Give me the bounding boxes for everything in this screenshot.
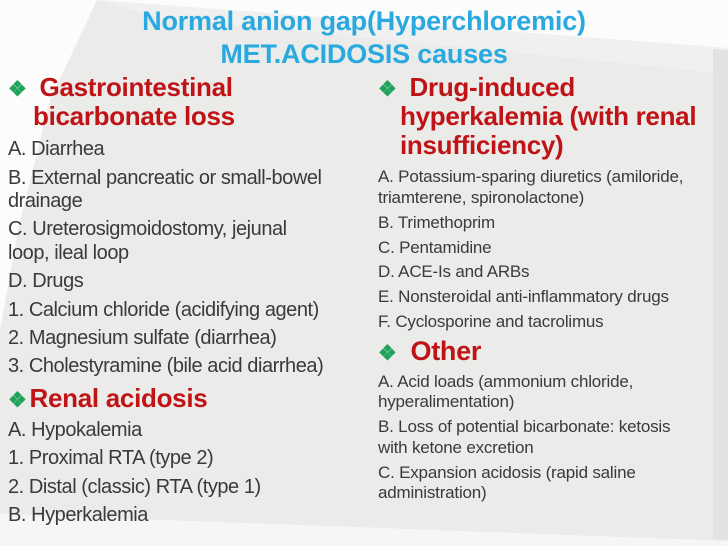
list-item: F. Cyclosporine and tacrolimus: [378, 311, 604, 331]
list-item: B. External pancreatic or small-bowel dr…: [8, 166, 322, 212]
list-item: 1. Proximal RTA (type 2): [8, 447, 214, 470]
left-column: ❖ Gastrointestinal bicarbonate loss A. Di…: [8, 72, 380, 532]
list-item: A. Hypokalemia: [8, 418, 142, 441]
right-column: ❖ Drug-induced hyperkalemia (with renal i…: [378, 72, 724, 508]
list-item: A. Diarrhea: [8, 138, 105, 161]
list-item: B. Hyperkalemia: [8, 504, 148, 527]
list-item: B. Trimethoprim: [378, 212, 495, 232]
section-items: A. Acid loads (ammonium chloride, hypera…: [378, 372, 724, 504]
list-item: C. Expansion acidosis (rapid saline admi…: [378, 462, 636, 503]
section-renal-acidosis: ❖Renal acidosis A. Hypokalemia 1. Proxim…: [8, 382, 380, 528]
section-items: A. Diarrhea B. External pancreatic or sm…: [8, 138, 380, 379]
diamond-bullet-icon: ❖: [8, 78, 27, 101]
section-heading: ❖Renal acidosis: [8, 382, 380, 413]
list-item: C. Pentamidine: [378, 237, 492, 257]
section-heading-text: Other: [410, 336, 482, 367]
section-heading: ❖ Drug-induced hyperkalemia (with renal i…: [378, 72, 724, 161]
list-item: A. Potassium-sparing diuretics (amilorid…: [378, 167, 684, 208]
list-item: 2. Distal (classic) RTA (type 1): [8, 475, 261, 498]
diamond-bullet-icon: ❖: [8, 388, 27, 412]
list-item: D. Drugs: [8, 270, 84, 293]
list-item: D. ACE-Is and ARBs: [378, 262, 530, 282]
section-heading-text: Drug-induced: [409, 72, 576, 102]
section-items: A. Potassium-sparing diuretics (amilorid…: [378, 167, 724, 332]
section-heading: ❖ Gastrointestinal bicarbonate loss: [8, 72, 380, 132]
list-item: 3. Cholestyramine (bile acid diarrhea): [8, 355, 324, 378]
section-drug-induced-hyperkalemia: ❖ Drug-induced hyperkalemia (with renal i…: [378, 72, 724, 332]
section-heading-text: bicarbonate loss: [33, 101, 235, 132]
slide-title-line-2: MET.ACIDOSIS causes: [220, 38, 508, 69]
section-other: ❖ Other A. Acid loads (ammonium chloride,…: [378, 336, 724, 504]
section-gastrointestinal: ❖ Gastrointestinal bicarbonate loss A. Di…: [8, 72, 380, 379]
section-heading: ❖ Other: [378, 336, 724, 366]
diamond-bullet-icon: ❖: [378, 342, 397, 366]
section-items: A. Hypokalemia 1. Proximal RTA (type 2) …: [8, 419, 380, 528]
section-heading-text: Renal acidosis: [29, 382, 208, 413]
list-item: E. Nonsteroidal anti-inflammatory drugs: [378, 287, 669, 306]
list-item: 1. Calcium chloride (acidifying agent): [8, 298, 319, 321]
list-item: A. Acid loads (ammonium chloride, hypera…: [378, 371, 634, 412]
list-item: 2. Magnesium sulfate (diarrhea): [8, 326, 277, 349]
section-heading-text: hyperkalemia (with renal: [400, 101, 697, 132]
slide-title: Normal anion gap(Hyperchloremic) MET.ACI…: [0, 5, 728, 71]
slide-title-line-1: Normal anion gap(Hyperchloremic): [142, 6, 586, 36]
section-heading-text: Gastrointestinal: [39, 72, 233, 102]
diamond-bullet-icon: ❖: [378, 78, 397, 101]
section-heading-text: insufficiency): [400, 130, 564, 161]
list-item: B. Loss of potential bicarbonate: ketosi…: [378, 417, 671, 457]
list-item: C. Ureterosigmoidostomy, jejunal loop, i…: [8, 218, 287, 264]
